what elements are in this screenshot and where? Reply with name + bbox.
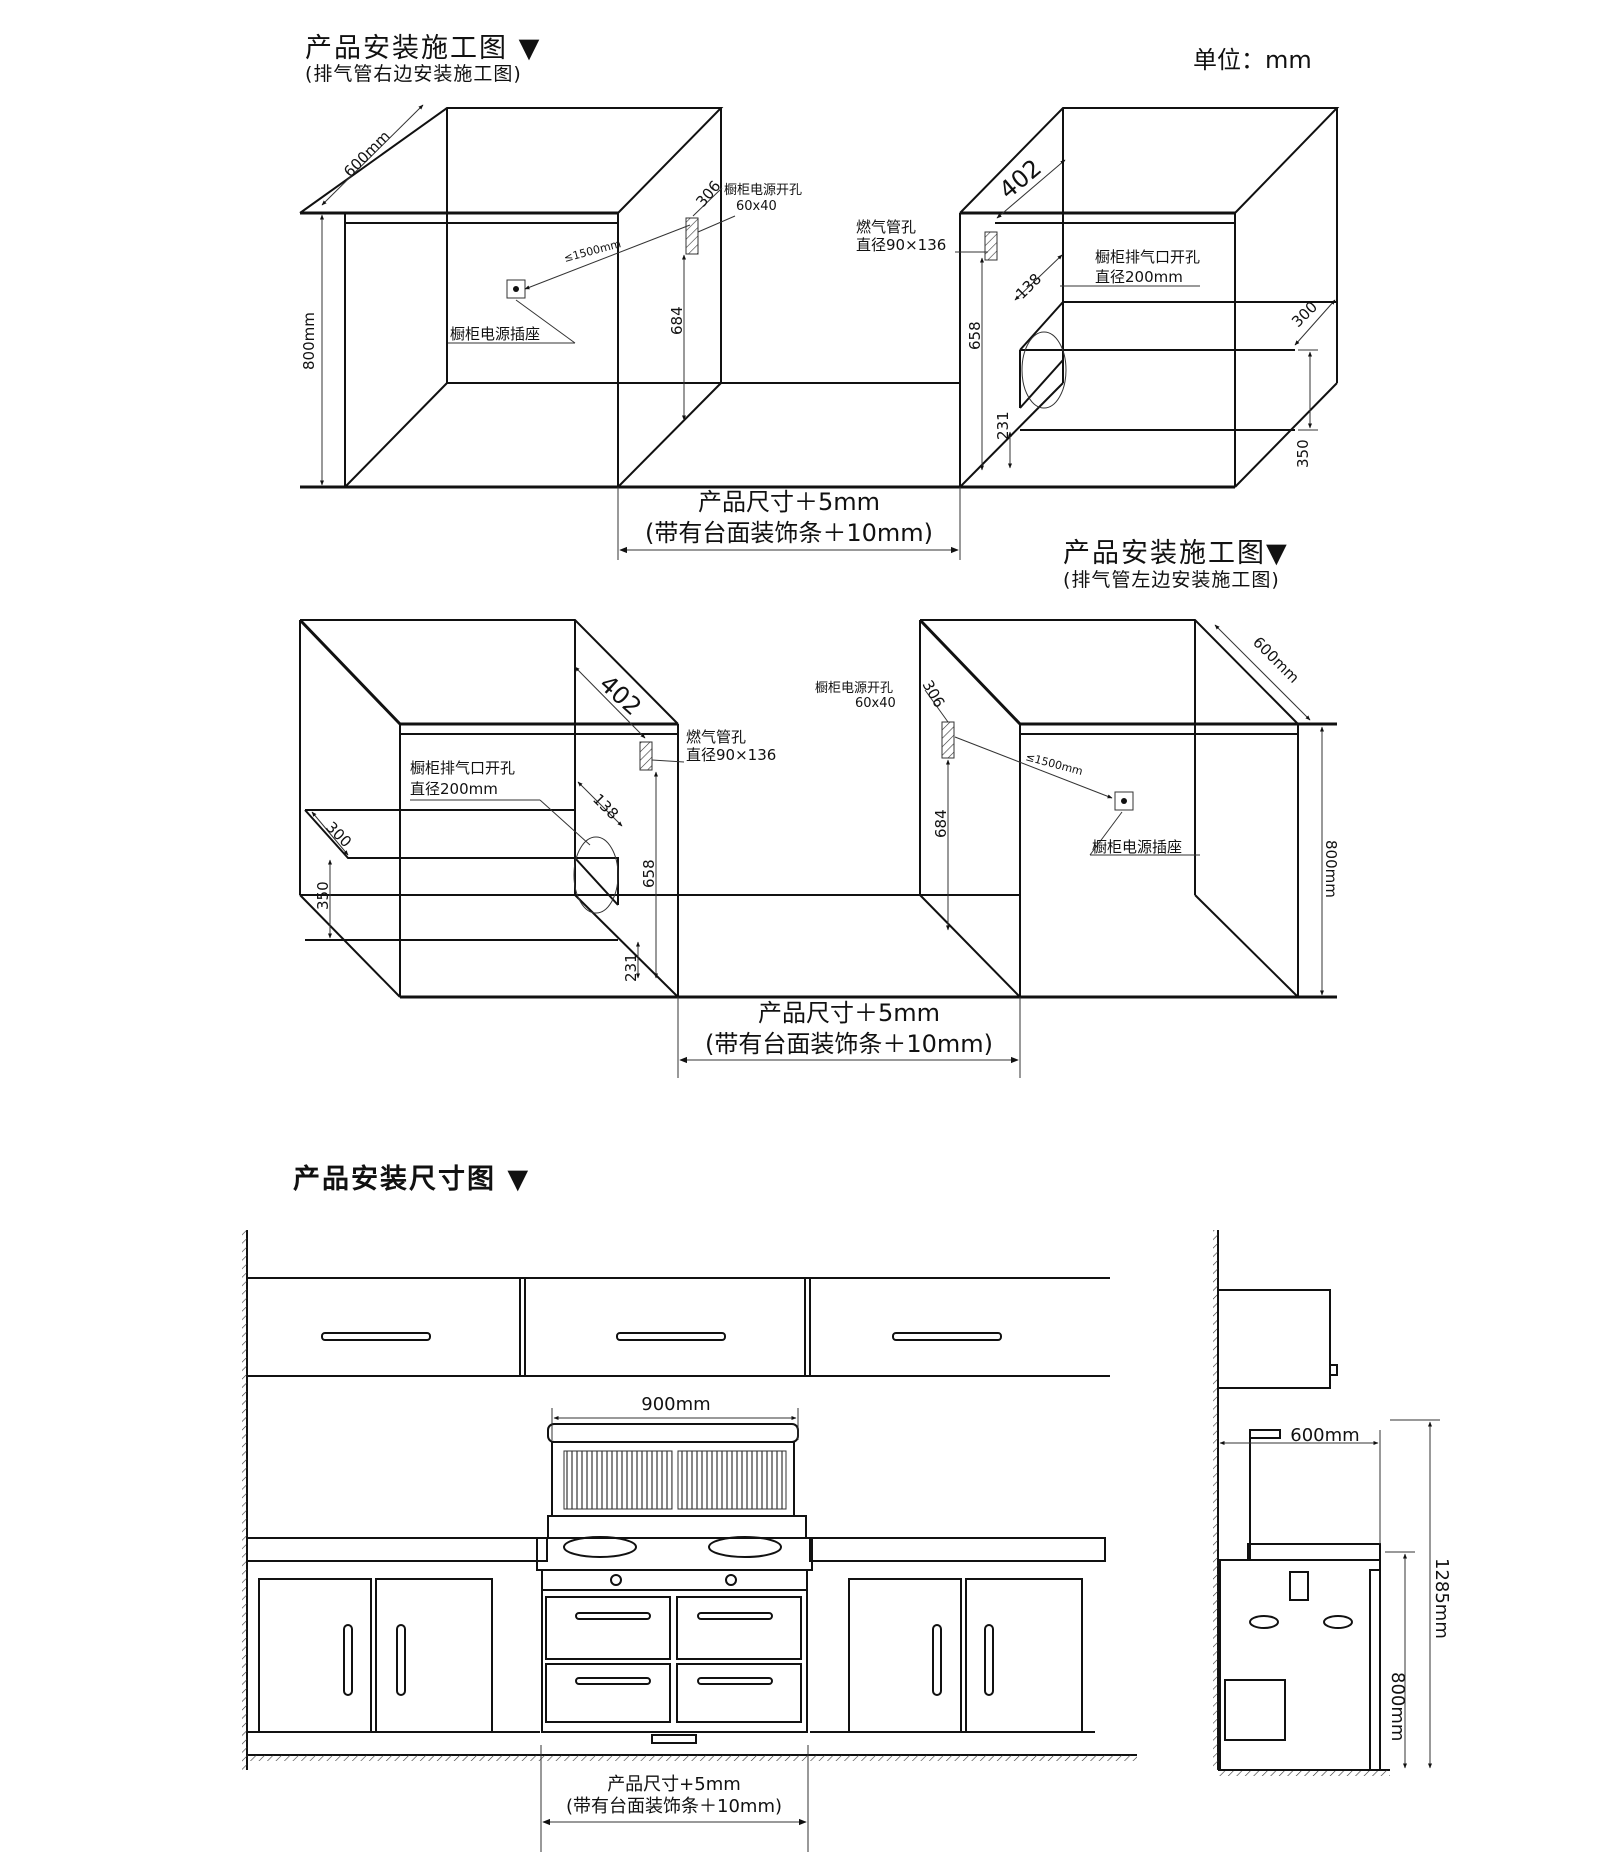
section1-exhaust-size: 直径200mm	[1095, 268, 1183, 286]
section1-depth-label: 600mm	[340, 127, 394, 181]
units-label: 单位：mm	[1193, 46, 1312, 74]
section2-product-size-trim: (带有台面装饰条＋10mm)	[705, 1030, 993, 1058]
section2-product-size: 产品尺寸＋5mm	[758, 999, 940, 1027]
section1-socket-dist: ≤1500mm	[562, 237, 622, 265]
drawer-handle	[697, 1677, 773, 1685]
section2-power-hole-dist: 306	[919, 677, 949, 711]
left-burner-icon	[563, 1536, 637, 1558]
section2-right-cabinet: 600mm 800mm 684 306 橱柜电源开孔 60x40 ≤1500mm…	[815, 618, 1340, 998]
section1-power-hole-label: 橱柜电源开孔	[724, 183, 802, 198]
lower-cabinet-handle	[343, 1624, 353, 1696]
section1-product-size-trim: (带有台面装饰条＋10mm)	[645, 519, 933, 547]
lower-cabinet-handle	[932, 1624, 942, 1696]
section2-left-cabinet: 300 350 橱柜排气口开孔 直径200mm 138 402 燃气管孔 直径9…	[298, 618, 1337, 999]
section2-socket-label: 橱柜电源插座	[1092, 838, 1182, 856]
stove-top-side	[1247, 1543, 1381, 1561]
section2-height-label: 800mm	[1322, 840, 1340, 898]
section1-dim-231: 231	[994, 411, 1012, 440]
section2-dim-231: 231	[622, 953, 640, 982]
section2-gas-label: 燃气管孔	[686, 728, 746, 746]
section1-power-hole-size: 60x40	[736, 199, 777, 214]
section3-title: 产品安装尺寸图 ▼	[293, 1164, 530, 1195]
section1-gas-dist: 402	[994, 154, 1047, 205]
section1-gas-hole-icon	[984, 231, 998, 261]
section1-exhaust-hole-icon	[1021, 331, 1067, 409]
section1-power-hole-dist: 306	[692, 177, 724, 211]
drawer-handle	[575, 1612, 651, 1620]
section1-exhaust-label: 橱柜排气口开孔	[1095, 248, 1200, 266]
section3-width-900: 900mm	[641, 1394, 710, 1415]
section2-exhaust-label: 橱柜排气口开孔	[410, 759, 515, 777]
section2-socket-icon	[1114, 791, 1134, 811]
upper-cabinet-handle	[616, 1332, 726, 1341]
left-knob-icon	[610, 1574, 622, 1586]
lower-cabinet-handle	[396, 1624, 406, 1696]
section2-subtitle: (排气管左边安装施工图)	[1063, 569, 1280, 591]
section1-power-hole-icon	[685, 217, 699, 255]
upper-cabinet-handle	[321, 1332, 431, 1341]
left-vent-grille	[563, 1450, 673, 1510]
section2-depth-label: 600mm	[1249, 633, 1303, 687]
section3-depth-600: 600mm	[1290, 1425, 1359, 1446]
section1-dim-658: 658	[966, 321, 984, 350]
section2-gas-size: 直径90×136	[686, 746, 776, 764]
section3-side-view: 600mm 1285mm 800mm	[1213, 1230, 1452, 1776]
section1-height-684: 684	[668, 306, 686, 335]
section1-product-size: 产品尺寸＋5mm	[698, 488, 880, 516]
section2-socket-dist: ≤1500mm	[1024, 750, 1084, 778]
section3-height-1285: 1285mm	[1431, 1558, 1452, 1639]
section1-right-cabinet: 402 燃气管孔 直径90×136 658 231 138 橱柜排气口开孔 直径…	[856, 107, 1340, 488]
section2-dim-300: 300	[322, 818, 355, 851]
section1-gas-size: 直径90×136	[856, 236, 946, 254]
section1-subtitle: (排气管右边安装施工图)	[305, 63, 522, 85]
section2-title: 产品安装施工图▼	[1063, 538, 1289, 569]
section2-install-drawing: 产品安装施工图▼ (排气管左边安装施工图) 300 350 橱柜排气	[298, 538, 1340, 1078]
section2-dim-350: 350	[314, 881, 332, 910]
right-vent-grille	[677, 1450, 787, 1510]
section2-dim-658: 658	[640, 859, 658, 888]
section1-title: 产品安装施工图 ▼	[305, 33, 541, 64]
lower-cabinet-handle	[984, 1624, 994, 1696]
right-burner-icon	[708, 1536, 782, 1558]
section3-product-size: 产品尺寸+5mm	[607, 1774, 741, 1795]
section3-front-view: 900mm 产品尺寸+5mm (带有台面装饰条＋10mm)	[242, 1230, 1137, 1852]
section1-install-drawing: 产品安装施工图 ▼ (排气管右边安装施工图) 单位：mm 600mm 800mm	[299, 33, 1340, 560]
section2-exhaust-hole-icon	[573, 836, 619, 914]
drawer-handle	[575, 1677, 651, 1685]
section2-power-hole-label: 橱柜电源开孔	[815, 681, 893, 696]
section3-size-drawing: 产品安装尺寸图 ▼	[242, 1164, 1452, 1852]
drawer-handle	[697, 1612, 773, 1620]
section1-dim-350: 350	[1294, 439, 1312, 468]
section1-gas-label: 燃气管孔	[856, 218, 916, 236]
upper-cabinet-handle	[892, 1332, 1002, 1341]
section2-power-hole-size: 60x40	[855, 696, 896, 711]
section3-height-800: 800mm	[1387, 1672, 1408, 1741]
section2-gas-dist: 402	[594, 670, 647, 721]
section2-height-684: 684	[932, 809, 950, 838]
section2-exhaust-size: 直径200mm	[410, 780, 498, 798]
section2-power-hole-icon	[941, 721, 955, 759]
integrated-stove-front	[536, 1423, 813, 1744]
right-knob-icon	[725, 1574, 737, 1586]
section1-height-label: 800mm	[300, 312, 318, 370]
section2-dim-138: 138	[589, 790, 622, 823]
section3-product-size-trim: (带有台面装饰条＋10mm)	[566, 1796, 782, 1817]
section1-socket-label: 橱柜电源插座	[450, 325, 540, 343]
section2-gas-hole-icon	[639, 741, 653, 771]
